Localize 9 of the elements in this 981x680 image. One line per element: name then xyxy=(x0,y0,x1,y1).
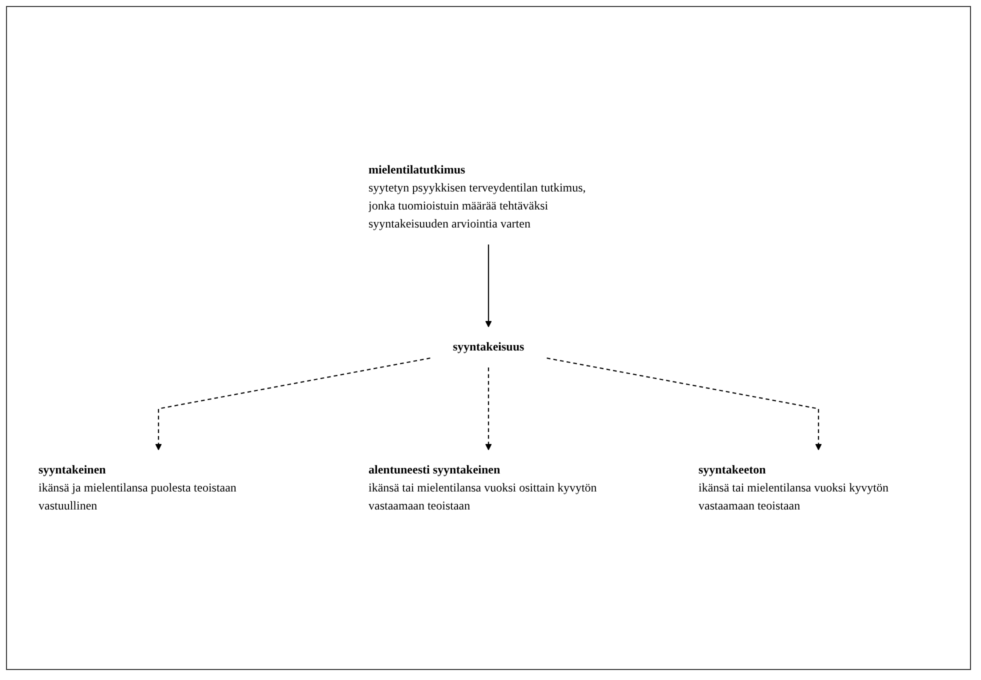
arrow xyxy=(485,367,492,450)
node-text: mielentilatutkimus syytetyn psyykkisen terveydentilan tutkimus, jonka tuomioistuin määrää tehtäväksi syyntakeisuuden arviointia varten xyxy=(368,163,586,230)
node-text: syyntakeinen ikänsä ja mielentilansa puolesta teoistaan vastuullinen xyxy=(38,463,236,512)
node-text: syyntakeisuus xyxy=(452,340,524,353)
arrow xyxy=(485,244,492,328)
arrow xyxy=(155,357,430,450)
node-text: syyntakeeton ikänsä tai mielentilansa vuoksi kyvytön vastaamaan teoistaan xyxy=(698,463,888,512)
arrow xyxy=(546,357,822,450)
node-text: alentuneesti syyntakeinen ikänsä tai mielentilansa vuoksi osittain kyvytön vastaamaan teoistaan xyxy=(368,463,597,512)
